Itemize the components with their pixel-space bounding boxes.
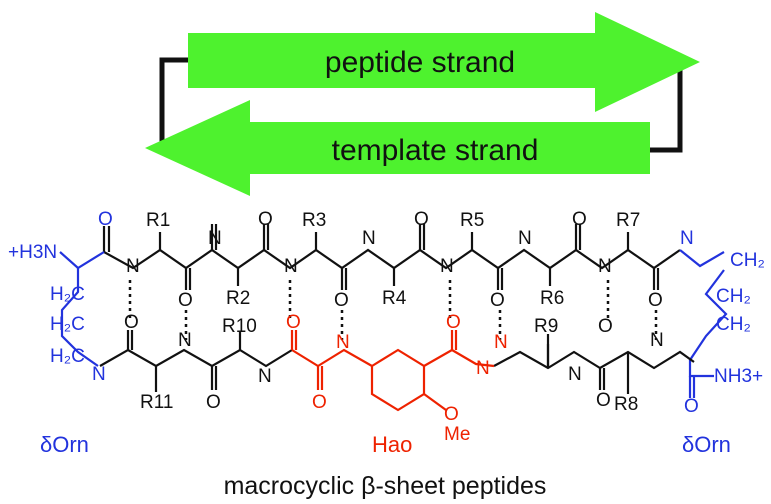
- hao-label: Hao: [372, 432, 412, 457]
- residue-r1: R1: [146, 210, 170, 231]
- svg-text:N: N: [126, 256, 140, 277]
- svg-text:CH₂: CH₂: [716, 286, 751, 307]
- svg-text:O: O: [414, 209, 429, 230]
- svg-text:H₂C: H₂C: [50, 346, 85, 367]
- right-ornithine-label: δOrn: [682, 432, 731, 457]
- residue-r11: R11: [140, 392, 173, 413]
- svg-text:O: O: [98, 209, 113, 230]
- svg-text:O: O: [286, 312, 301, 333]
- svg-text:CH₂: CH₂: [716, 314, 751, 335]
- residue-r8: R8: [614, 394, 638, 415]
- svg-text:N: N: [178, 330, 192, 351]
- svg-text:N: N: [680, 228, 694, 249]
- top-backbone: [102, 224, 681, 290]
- residue-labels: R1 R3 R5 R7 R2 R4 R6 R10 R9 R11 R8: [140, 210, 640, 415]
- svg-text:O: O: [334, 290, 349, 311]
- svg-text:N: N: [362, 228, 376, 249]
- figure-caption: macrocyclic β-sheet peptides: [224, 472, 547, 500]
- n-terminus-label: +H3N: [8, 242, 57, 263]
- svg-text:N: N: [518, 228, 532, 249]
- svg-text:O: O: [648, 290, 663, 311]
- svg-text:O: O: [312, 392, 327, 413]
- svg-text:O: O: [206, 392, 221, 413]
- svg-text:O: O: [598, 316, 613, 337]
- svg-text:N: N: [258, 366, 272, 387]
- template-strand-label: template strand: [332, 134, 539, 167]
- svg-text:N: N: [440, 256, 454, 277]
- svg-text:N: N: [208, 228, 222, 249]
- svg-text:N: N: [476, 358, 490, 379]
- svg-text:O: O: [258, 209, 273, 230]
- svg-text:O: O: [490, 290, 505, 311]
- svg-text:N: N: [284, 256, 298, 277]
- svg-text:O: O: [572, 209, 587, 230]
- svg-text:N: N: [598, 256, 612, 277]
- hydrogen-bonds: [128, 280, 658, 340]
- peptide-strand-label: peptide strand: [325, 46, 515, 79]
- residue-r10: R10: [222, 316, 257, 337]
- svg-text:H₂C: H₂C: [50, 314, 85, 335]
- svg-text:H₂C: H₂C: [50, 284, 85, 305]
- residue-r4: R4: [382, 288, 407, 309]
- residue-r6: R6: [540, 288, 564, 309]
- right-ornithine-bonds: [679, 249, 728, 398]
- residue-r5: R5: [460, 210, 484, 231]
- bottom-backbone: [99, 330, 695, 394]
- residue-r7: R7: [616, 210, 640, 231]
- svg-text:N: N: [568, 364, 582, 385]
- svg-text:O: O: [444, 404, 459, 425]
- residue-r2: R2: [226, 288, 250, 309]
- hao-bonds: [290, 330, 495, 412]
- residue-r9: R9: [534, 316, 558, 337]
- svg-text:O: O: [178, 290, 193, 311]
- residue-r3: R3: [302, 210, 326, 231]
- svg-text:N: N: [336, 332, 350, 353]
- left-ornithine-bonds: [59, 251, 105, 367]
- c-terminus-label: NH3+: [714, 366, 763, 387]
- svg-text:CH₂: CH₂: [730, 250, 765, 271]
- svg-text:O: O: [446, 312, 461, 333]
- atom-labels: +H3N O N O N O N O N O N O N O N O N CH₂…: [8, 209, 765, 425]
- svg-text:O: O: [596, 390, 611, 411]
- left-ornithine-label: δOrn: [40, 432, 89, 457]
- svg-text:N: N: [92, 364, 106, 385]
- template-strand-arrow: [145, 100, 650, 196]
- svg-text:O: O: [124, 312, 139, 333]
- methoxy-label: Me: [444, 424, 470, 445]
- peptide-strand-arrow: [188, 12, 700, 112]
- svg-text:N: N: [494, 332, 508, 353]
- svg-text:O: O: [684, 396, 699, 417]
- svg-text:N: N: [650, 330, 664, 351]
